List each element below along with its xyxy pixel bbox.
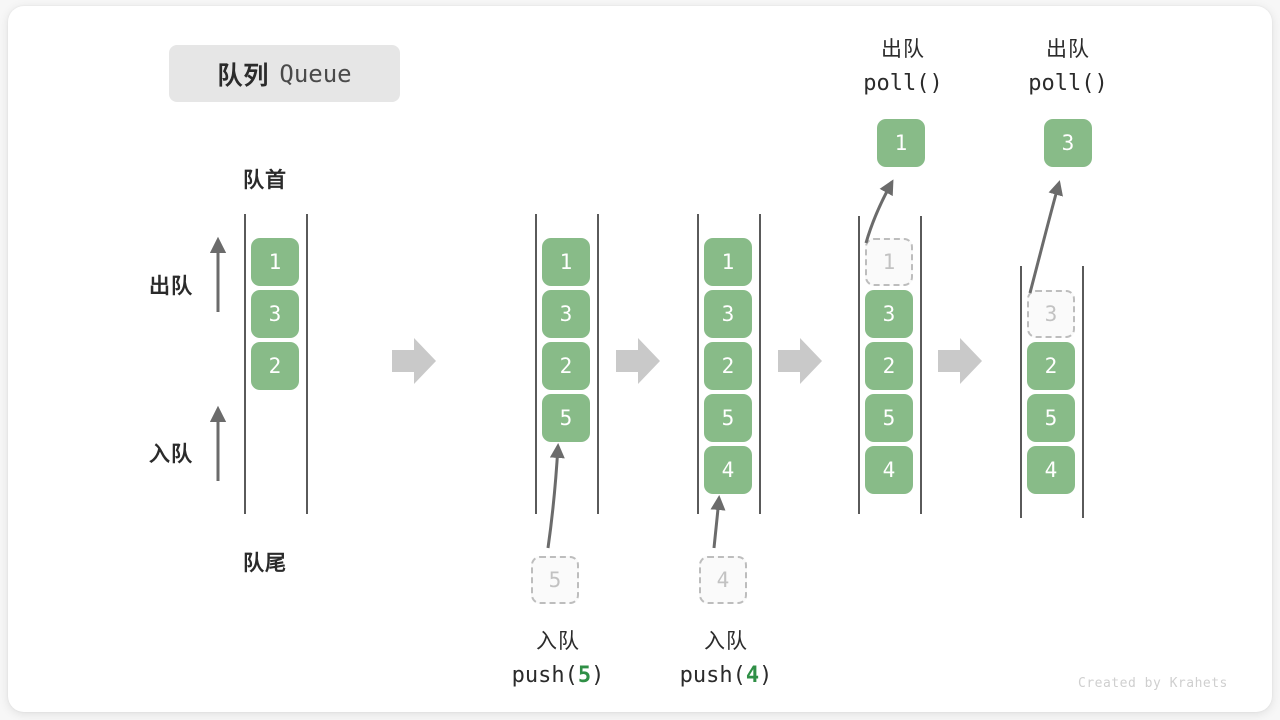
credit-text: Created by Krahets: [1078, 676, 1228, 691]
operation-code: push(4): [679, 662, 773, 688]
queue-cell: 4: [1027, 446, 1075, 494]
queue-cell: 1: [542, 238, 590, 286]
outgoing-element: 3: [1044, 119, 1092, 167]
diagram-card: 队列 Queue 队首 队尾 出队 入队 1 3 2 1 3 2 5 5 入队 …: [8, 6, 1272, 712]
rail-left-col5: [1020, 266, 1022, 518]
incoming-element-ghost: 4: [699, 556, 747, 604]
queue-cell: 1: [704, 238, 752, 286]
queue-cell: 2: [865, 342, 913, 390]
queue-cell: 2: [542, 342, 590, 390]
queue-cell: 5: [865, 394, 913, 442]
operation-code: poll(): [863, 70, 943, 96]
operation-label-poll-1: 出队 poll(): [803, 34, 1003, 101]
rail-right-col4: [920, 216, 922, 514]
queue-cell: 2: [251, 342, 299, 390]
queue-cell: 3: [542, 290, 590, 338]
operation-code: poll(): [1028, 70, 1108, 96]
rail-right-col5: [1082, 266, 1084, 518]
rail-left-col2: [535, 214, 537, 514]
incoming-element-ghost: 5: [531, 556, 579, 604]
queue-cell: 2: [704, 342, 752, 390]
operation-label-push-5: 入队 push(5): [448, 626, 668, 693]
rail-right-col1: [306, 214, 308, 514]
queue-cell: 3: [251, 290, 299, 338]
rail-left-col3: [697, 214, 699, 514]
queue-cell: 5: [1027, 394, 1075, 442]
outgoing-element: 1: [877, 119, 925, 167]
diagram-title-chip: 队列 Queue: [169, 45, 400, 102]
queue-cell: 5: [542, 394, 590, 442]
rail-right-col2: [597, 214, 599, 514]
queue-cell: 1: [251, 238, 299, 286]
rail-right-col3: [759, 214, 761, 514]
title-english: Queue: [279, 59, 352, 88]
queue-front-label: 队首: [243, 169, 287, 192]
dequeue-direction-label: 出队: [149, 275, 193, 298]
operation-name: 出队: [1046, 38, 1090, 61]
rail-left-col4: [858, 216, 860, 514]
queue-rear-label: 队尾: [243, 552, 287, 575]
removed-element-ghost: 1: [865, 238, 913, 286]
title-chinese: 队列: [217, 61, 270, 90]
queue-cell: 3: [704, 290, 752, 338]
operation-label-poll-3: 出队 poll(): [968, 34, 1168, 101]
queue-cell: 5: [704, 394, 752, 442]
queue-cell: 4: [704, 446, 752, 494]
operation-name: 出队: [881, 38, 925, 61]
operation-code: push(5): [511, 662, 605, 688]
operation-name: 入队: [704, 630, 748, 653]
queue-cell: 3: [865, 290, 913, 338]
enqueue-direction-label: 入队: [149, 443, 193, 466]
rail-left-col1: [244, 214, 246, 514]
operation-name: 入队: [536, 630, 580, 653]
removed-element-ghost: 3: [1027, 290, 1075, 338]
operation-label-push-4: 入队 push(4): [616, 626, 836, 693]
queue-cell: 2: [1027, 342, 1075, 390]
queue-cell: 4: [865, 446, 913, 494]
